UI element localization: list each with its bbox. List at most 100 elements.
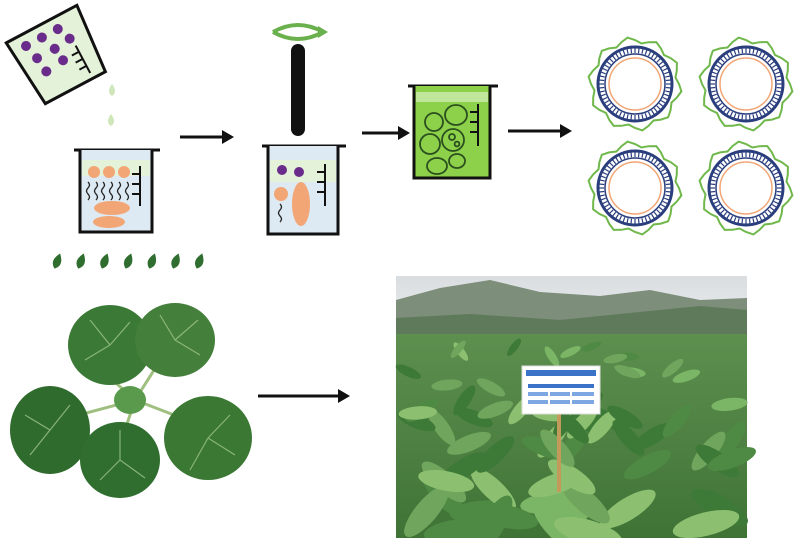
crop-leaf xyxy=(544,346,560,367)
drop-1 xyxy=(109,84,115,96)
nanoparticle-7 xyxy=(41,66,52,77)
leaf-drop-7 xyxy=(195,253,204,269)
crop-leaf xyxy=(603,353,628,364)
crop-leaf xyxy=(672,369,701,383)
crop-leaf xyxy=(587,409,618,444)
nanoparticle-2 xyxy=(36,32,47,43)
field-trial-photo xyxy=(395,276,756,538)
crop-leaf xyxy=(614,364,641,379)
crop-leaf xyxy=(453,385,476,416)
crop-leaf xyxy=(395,364,422,379)
crop-leaf xyxy=(607,405,643,429)
liposome-core xyxy=(608,161,662,215)
pouring-beaker-scale xyxy=(71,45,92,74)
vesicles-in-solution xyxy=(419,104,468,175)
leaf-drop-6 xyxy=(171,253,180,269)
stirring-beaker-scale xyxy=(317,164,326,206)
crop-leaf xyxy=(404,485,450,538)
nanoparticle-8 xyxy=(58,55,69,66)
crop-leaf xyxy=(716,421,746,461)
stirring-lipid-sphere xyxy=(274,187,288,201)
lipid-tails xyxy=(85,181,130,201)
crop-leaf xyxy=(623,450,671,480)
crop-leaf xyxy=(554,516,623,538)
seedling-leaf-center xyxy=(114,386,146,414)
liposome-outer-membrane xyxy=(698,36,794,132)
lipid-blob-2 xyxy=(93,216,125,228)
sign-header-band xyxy=(526,370,596,376)
liposome-2 xyxy=(698,36,794,132)
liposome-outer-membrane xyxy=(587,36,683,132)
crop-leaf xyxy=(472,503,538,530)
crop-leaf xyxy=(455,407,493,428)
tobacco-seedling xyxy=(10,303,252,498)
stirring-rod xyxy=(291,44,305,136)
liposome-core xyxy=(719,57,773,111)
crop-leaf xyxy=(557,411,589,444)
stirring-lipid-tails xyxy=(277,203,283,223)
liposome-3 xyxy=(587,140,683,236)
stirring-setup xyxy=(262,23,346,236)
liposome-lipid-tails xyxy=(710,48,782,120)
pouring-beaker-body xyxy=(4,3,108,106)
crop-leaf xyxy=(707,446,756,472)
crop-leaf xyxy=(398,406,438,420)
crop-leaf xyxy=(450,340,466,358)
pouring-beaker xyxy=(4,3,108,106)
liposome-1 xyxy=(587,36,683,132)
vesicle-beaker-body xyxy=(412,86,492,180)
liposome-core xyxy=(719,161,773,215)
nanoparticle-5 xyxy=(49,43,60,54)
arrow-1 xyxy=(180,130,234,144)
crop-leaf xyxy=(418,469,475,493)
crop-leaf xyxy=(581,341,602,352)
crop-leaf xyxy=(633,422,673,451)
crop-leaf xyxy=(431,379,463,391)
rotation-arrow-icon xyxy=(272,23,328,41)
crop-leaf xyxy=(599,489,656,529)
liposome-grid xyxy=(587,36,794,236)
lipid-spheres xyxy=(88,166,130,178)
crop-leaf xyxy=(560,346,581,358)
mixing-beaker-scale xyxy=(132,166,141,206)
seedling-veins xyxy=(24,314,236,481)
vesicle-beaker-top xyxy=(416,92,488,102)
liposome-lipid-tails xyxy=(599,48,671,120)
crop-leaf xyxy=(662,404,692,438)
nanoparticle-3 xyxy=(52,24,63,35)
stirring-lipid-blob xyxy=(292,182,310,226)
leaf-drop-2 xyxy=(76,253,85,269)
leaf-drop-3 xyxy=(100,253,109,269)
liposome-lipid-tails xyxy=(599,152,671,224)
arrow-4 xyxy=(258,389,350,403)
stirring-nanoparticle-2 xyxy=(294,167,304,177)
vesicle-beaker xyxy=(408,84,498,180)
leaf-drop-row xyxy=(52,253,204,269)
field-hills xyxy=(396,306,747,336)
liposome-outer-membrane xyxy=(587,140,683,236)
crop-leaf xyxy=(672,509,740,538)
crop-leaf xyxy=(477,400,514,419)
crop-leaf xyxy=(476,378,506,397)
liposome-lipid-tails xyxy=(710,152,782,224)
drop-2 xyxy=(108,114,114,126)
crop-leaf xyxy=(711,397,748,412)
liposome-outer-membrane xyxy=(698,140,794,236)
leaf-drop-4 xyxy=(123,253,133,269)
arrow-3 xyxy=(508,124,572,138)
liquid-drops xyxy=(108,84,115,126)
crop-leaf xyxy=(447,431,491,455)
arrow-2 xyxy=(362,126,410,140)
sign-table xyxy=(528,384,594,404)
leaf-drop-5 xyxy=(147,253,157,269)
crop-leaf xyxy=(428,409,456,446)
lipid-blob-1 xyxy=(94,201,130,215)
crop-leaf xyxy=(507,338,522,357)
liposome-4 xyxy=(698,140,794,236)
crop-leaf xyxy=(560,479,610,524)
liposome-core xyxy=(608,57,662,111)
sign-post xyxy=(557,410,561,492)
mixing-beaker xyxy=(74,148,160,234)
